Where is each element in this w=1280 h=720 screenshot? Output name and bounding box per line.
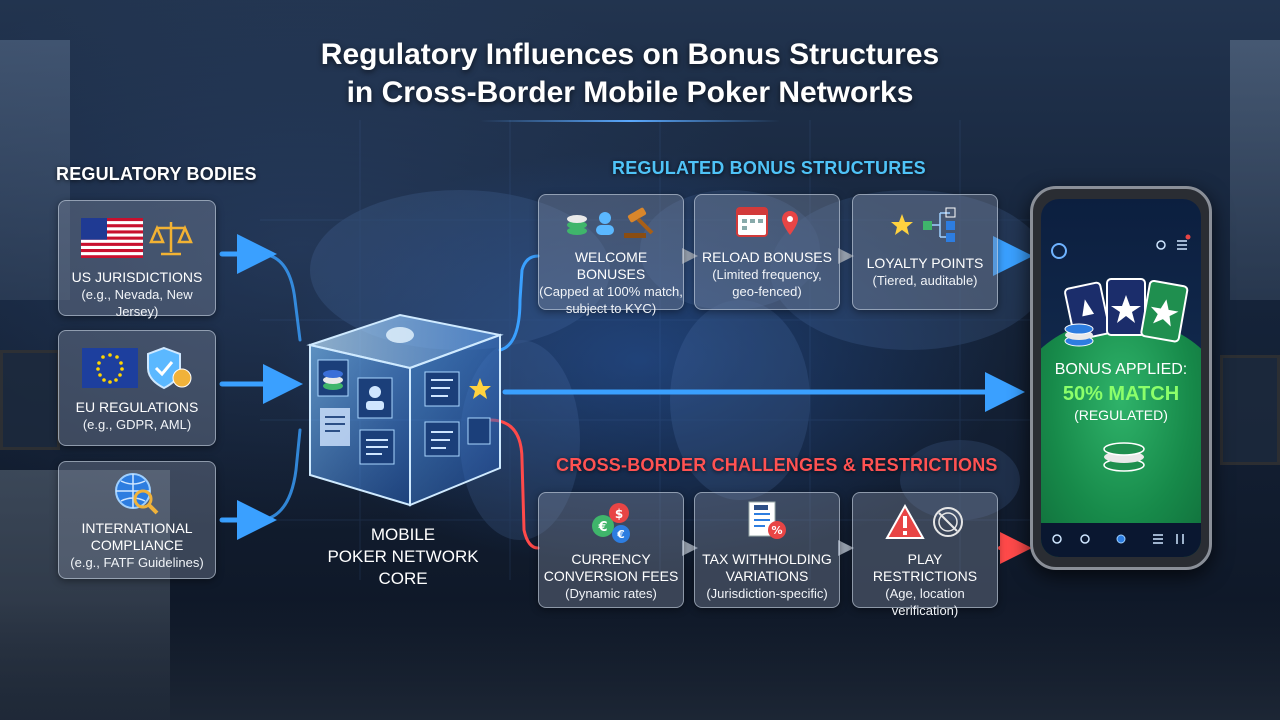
star-icon	[891, 214, 913, 235]
card-us-jurisdictions: US JURISDICTIONS (e.g., Nevada, New Jers…	[58, 200, 216, 319]
heading-regulatory-bodies: REGULATORY BODIES	[56, 164, 257, 184]
nav-active-icon	[1116, 534, 1126, 544]
background-window-right	[1230, 40, 1280, 300]
core-panel-user	[357, 377, 393, 419]
network-icon	[923, 207, 956, 242]
nav-list-icon	[1153, 534, 1163, 544]
card-title: RELOAD BONUSES	[702, 249, 832, 265]
currency-exchange-icon: € $ €	[592, 503, 630, 543]
svg-text:%: %	[771, 524, 782, 537]
card-loyalty-points: LOYALTY POINTS (Tiered, auditable)	[852, 194, 998, 310]
card-subtitle-1: (Tiered, auditable)	[872, 273, 978, 288]
card-title: INTERNATIONAL COMPLIANCE	[81, 520, 193, 553]
gavel-icon	[624, 207, 654, 238]
card-title-2: RESTRICTIONS	[872, 568, 978, 584]
card-title: EU REGULATIONS	[75, 399, 199, 415]
card-title: US JURISDICTIONS	[71, 269, 203, 285]
phone-screen: BONUS APPLIED: 50% MATCH (REGULATED)	[1041, 199, 1201, 557]
mobile-phone: BONUS APPLIED: 50% MATCH (REGULATED)	[1030, 186, 1212, 570]
card-subtitle-2: geo-fenced)	[732, 284, 802, 299]
user-icon	[596, 212, 614, 235]
card-title-2: CONVERSION FEES	[543, 568, 679, 584]
no-entry-icon	[933, 507, 963, 537]
title-line-1: Regulatory Influences on Bonus Structure…	[320, 38, 940, 71]
bonus-applied-label: BONUS APPLIED:	[1054, 361, 1188, 378]
card-subtitle: (e.g., FATF Guidelines)	[70, 555, 204, 570]
core-panel-doc	[320, 408, 350, 446]
globe-magnifier-icon	[115, 473, 159, 515]
chips-icon	[567, 215, 587, 235]
heading-cross-border-challenges: CROSS-BORDER CHALLENGES & RESTRICTIONS	[556, 455, 998, 475]
core-label-line-2: POKER NETWORK	[327, 547, 479, 566]
card-tax-withholding: % TAX WITHHOLDING VARIATIONS (Jurisdicti…	[694, 492, 840, 608]
core-label: MOBILE POKER NETWORK CORE	[308, 524, 498, 590]
calendar-icon	[736, 207, 768, 237]
notification-dot-icon	[1185, 234, 1191, 240]
search-icon	[1156, 240, 1166, 250]
svg-text:€: €	[597, 520, 607, 535]
card-subtitle-2: subject to KYC)	[565, 301, 657, 316]
card-subtitle-1: (Capped at 100% match,	[539, 284, 683, 299]
background-floor	[0, 600, 1280, 720]
svg-text:$: $	[615, 507, 623, 521]
nav-shield-icon	[1080, 534, 1090, 544]
svg-text:€: €	[616, 528, 625, 541]
card-title-1: PLAY	[907, 551, 943, 567]
card-title-2: VARIATIONS	[725, 568, 809, 584]
nav-home-icon	[1052, 534, 1062, 544]
core-panel-settings	[424, 417, 491, 457]
card-subtitle-1: (Limited frequency,	[712, 267, 822, 282]
phone-bottom-nav[interactable]	[1041, 523, 1201, 557]
nav-pause-icon	[1176, 534, 1184, 544]
core-panel-chips	[317, 359, 349, 397]
core-panel-chart	[424, 371, 460, 407]
card-eu-regulations: EU REGULATIONS (e.g., GDPR, AML)	[58, 330, 216, 446]
card-play-restrictions: PLAY RESTRICTIONS (Age, location verific…	[852, 492, 998, 618]
card-currency-conversion: € $ € CURRENCY CONVERSION FEES (Dynamic …	[538, 492, 684, 608]
card-subtitle: (e.g., Nevada, New Jersey)	[81, 287, 193, 319]
poker-table	[1041, 319, 1201, 557]
tax-document-icon: %	[748, 501, 786, 539]
card-title: LOYALTY POINTS	[866, 255, 984, 271]
playing-cards-icon	[1064, 278, 1189, 347]
background-monitor-right	[1220, 355, 1280, 465]
card-title: WELCOME BONUSES	[574, 249, 648, 282]
heading-regulated-bonus: REGULATED BONUS STRUCTURES	[612, 158, 926, 178]
title-block: Regulatory Influences on Bonus Structure…	[250, 36, 1010, 122]
shield-icon	[147, 346, 192, 390]
card-subtitle: (Jurisdiction-specific)	[706, 586, 828, 601]
us-flag-icon	[81, 218, 143, 258]
core-label-line-3: CORE	[378, 569, 428, 588]
core-panel-star	[469, 378, 491, 399]
card-subtitle: (Dynamic rates)	[565, 586, 657, 601]
eu-flag-icon	[82, 348, 138, 388]
arrow-core-to-challenges	[488, 418, 540, 550]
warning-icon	[885, 504, 925, 539]
bonus-regulated-note: (REGULATED)	[1074, 407, 1168, 423]
card-reload-bonuses: RELOAD BONUSES (Limited frequency, geo-f…	[694, 194, 840, 310]
core-panel-list	[359, 429, 395, 465]
cube-graphic	[306, 313, 504, 507]
card-international-compliance: INTERNATIONAL COMPLIANCE (e.g., FATF Gui…	[58, 461, 216, 579]
chip-stack-icon	[1103, 442, 1145, 472]
location-pin-icon	[782, 211, 798, 235]
arrow-core-to-bonuses	[498, 254, 540, 352]
card-subtitle: (Age, location verification)	[885, 586, 965, 618]
card-title-1: CURRENCY	[571, 551, 651, 567]
core-label-line-1: MOBILE	[370, 525, 436, 544]
title-underline	[480, 120, 780, 122]
card-subtitle: (e.g., GDPR, AML)	[82, 417, 192, 432]
title-line-2: in Cross-Border Mobile Poker Networks	[346, 76, 914, 109]
app-logo-icon	[1051, 243, 1067, 259]
menu-icon	[1177, 240, 1187, 250]
scales-icon	[149, 222, 193, 256]
card-welcome-bonuses: WELCOME BONUSES (Capped at 100% match, s…	[538, 194, 684, 316]
card-title-1: TAX WITHHOLDING	[702, 551, 832, 567]
phone-top-bar	[1051, 234, 1191, 259]
bonus-match-value: 50% MATCH	[1062, 383, 1180, 405]
network-core-cube	[300, 290, 510, 510]
